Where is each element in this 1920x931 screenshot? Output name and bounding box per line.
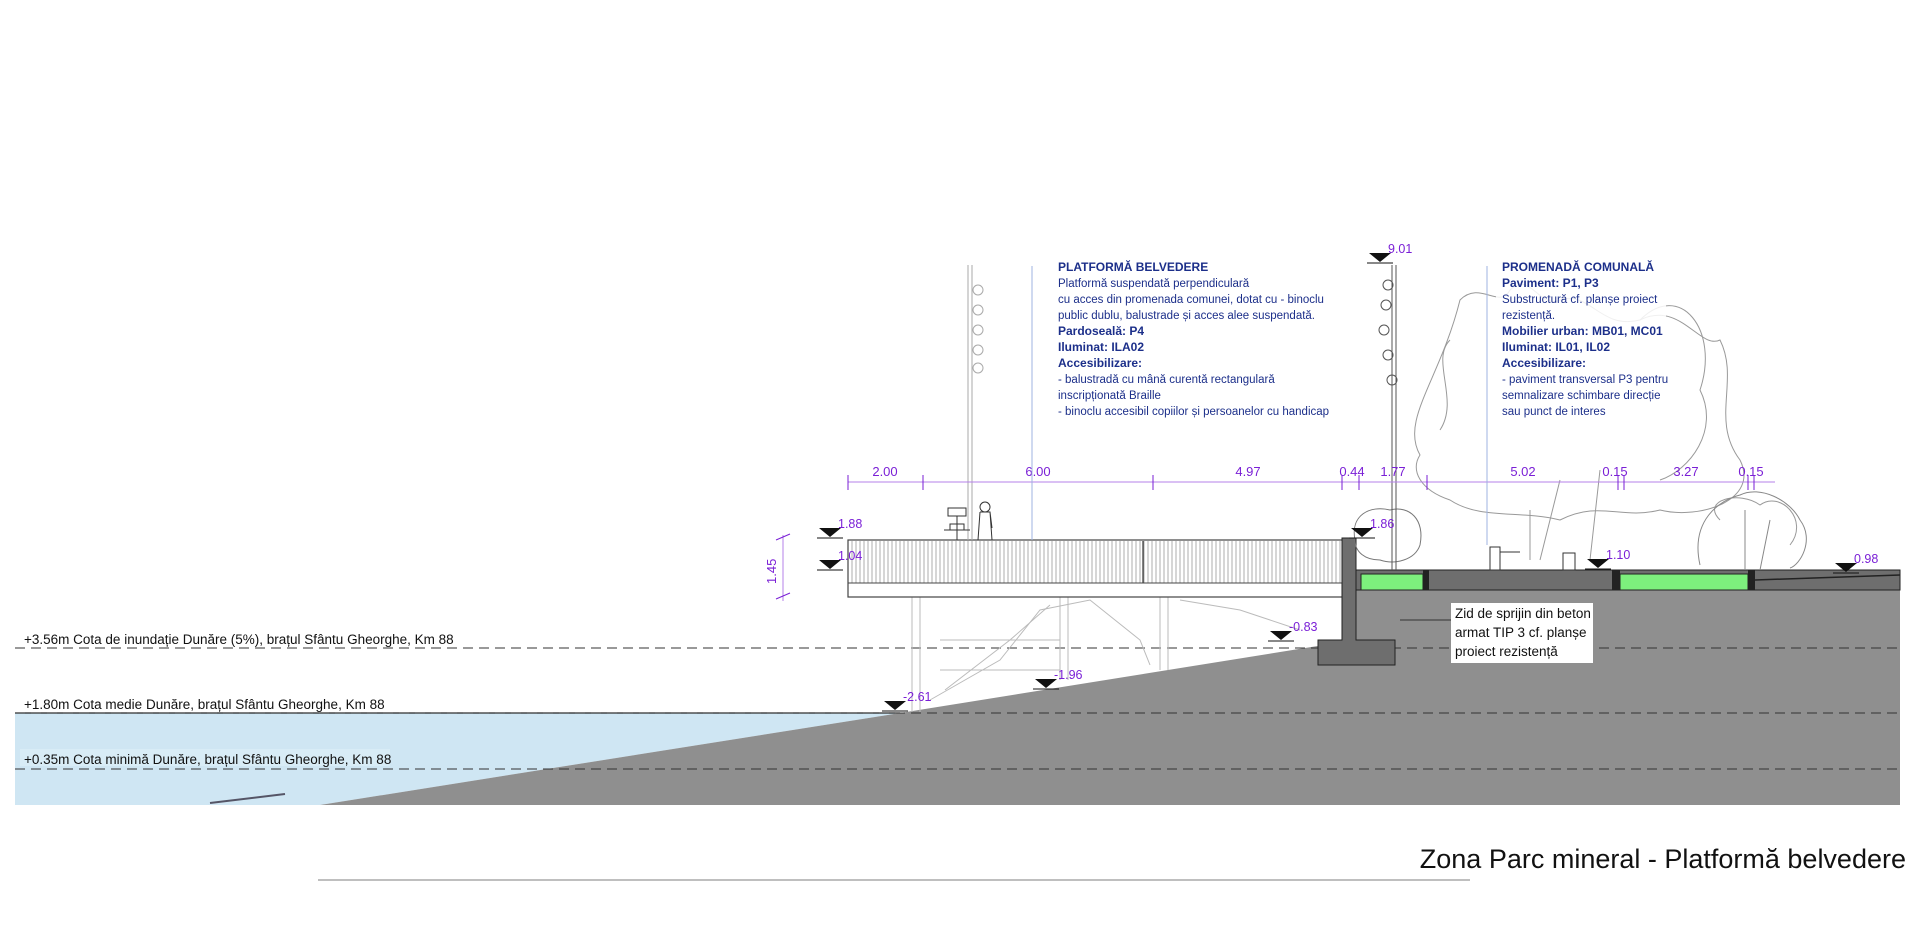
- elevation-marker: [819, 528, 841, 537]
- dimension-label: 5.02: [1510, 464, 1535, 479]
- elevation-label: 1.88: [838, 517, 862, 531]
- promenade-note-furniture: Mobilier urban: MB01, MC01: [1502, 324, 1663, 338]
- platform-note-line: public dublu, balustrade și acces alee s…: [1058, 310, 1315, 322]
- wall-note-line: Zid de sprijin din beton: [1455, 606, 1591, 621]
- platform-note-access-line: - balustradă cu mână curentă rectangular…: [1058, 374, 1275, 386]
- promenade-note-access-line: semnalizare schimbare direcție: [1502, 390, 1661, 402]
- promenade-note-access-line: - paviment transversal P3 pentru: [1502, 374, 1668, 386]
- elevation-marker: [1351, 528, 1373, 537]
- platform-note: PLATFORMĂ BELVEDERE Platformă suspendată…: [1058, 259, 1329, 418]
- promenade-note-heading: PROMENADĂ COMUNALĂ: [1502, 259, 1654, 274]
- planting-strip-2: [1619, 573, 1749, 591]
- elevation-marker: [1835, 563, 1857, 572]
- dimension-label: 0.15: [1602, 464, 1627, 479]
- dimension-label: 0.44: [1339, 464, 1364, 479]
- bench-icons: [1489, 546, 1576, 571]
- platform-note-lighting: Iluminat: ILA02: [1058, 340, 1144, 354]
- elevation-marker: [884, 701, 906, 710]
- shrub-left-outline: [1353, 508, 1422, 563]
- dimension-label: 2.00: [872, 464, 897, 479]
- planting-strip-1: [1360, 573, 1424, 591]
- elevation-marker: [1587, 559, 1609, 568]
- platform-note-access-heading: Accesibilizare:: [1058, 356, 1142, 370]
- dimension-ticks: [847, 475, 1755, 490]
- mean-level-label: +1.80m Cota medie Dunăre, brațul Sfântu …: [24, 697, 385, 712]
- platform-note-line: Platformă suspendată perpendiculară: [1058, 278, 1250, 290]
- minimum-level-label: +0.35m Cota minimă Dunăre, brațul Sfântu…: [24, 752, 391, 767]
- promenade-note-line: rezistență.: [1502, 310, 1555, 322]
- lamp-post-left: [967, 265, 984, 540]
- platform-note-access-line: inscripționată Braille: [1058, 390, 1161, 402]
- tree-right-outline: [1697, 491, 1807, 571]
- elevation-marker: [819, 560, 841, 569]
- elevation-label: -0.83: [1289, 620, 1318, 634]
- dimension-label: 0.15: [1738, 464, 1763, 479]
- elevation-marker: [1035, 679, 1057, 688]
- elevation-label: 1.04: [838, 549, 862, 563]
- dimension-label: 3.27: [1673, 464, 1698, 479]
- vertical-dimension-label: 1.45: [764, 559, 779, 584]
- wall-note-line: armat TIP 3 cf. planșe: [1455, 625, 1587, 640]
- ground-section: [320, 588, 1900, 805]
- dimension-label: 6.00: [1025, 464, 1050, 479]
- water-ripple: [209, 793, 286, 804]
- wall-note-line: proiect rezistență: [1455, 644, 1558, 659]
- platform-note-access-line: - binoclu accesibil copiilor și persoane…: [1058, 406, 1329, 418]
- lamp-post-right: [1378, 265, 1398, 570]
- platform-note-heading: PLATFORMĂ BELVEDERE: [1058, 259, 1208, 274]
- elevation-marker: [1369, 253, 1391, 262]
- elevation-label: -1.96: [1054, 668, 1083, 682]
- platform-deck: [847, 539, 1346, 598]
- platform-note-flooring: Pardoseală: P4: [1058, 324, 1144, 338]
- wall-note: Zid de sprijin din beton armat TIP 3 cf.…: [1451, 603, 1593, 663]
- elevation-label: 0.98: [1854, 552, 1878, 566]
- water-body: [15, 713, 900, 805]
- drawing-title: Zona Parc mineral - Platformă belvedere: [1420, 844, 1906, 874]
- promenade-note-pavement: Paviment: P1, P3: [1502, 276, 1599, 290]
- dimension-label: 4.97: [1235, 464, 1260, 479]
- elevation-label: 1.10: [1606, 548, 1630, 562]
- promenade-note-lighting: Iluminat: IL01, IL02: [1502, 340, 1610, 354]
- elevation-label: 9.01: [1388, 242, 1412, 256]
- platform-note-line: cu acces din promenada comunei, dotat cu…: [1058, 294, 1324, 306]
- platform-supports: [911, 595, 1301, 712]
- flood-level-label: +3.56m Cota de inundație Dunăre (5%), br…: [24, 632, 454, 647]
- human-figure: [977, 501, 993, 541]
- elevation-label: 1.86: [1370, 517, 1394, 531]
- platform-railing: [851, 541, 1341, 583]
- dimension-label: 1.77: [1380, 464, 1405, 479]
- promenade-note-access-line: sau punct de interes: [1502, 406, 1606, 418]
- binocular-icon: [944, 507, 970, 540]
- promenade-note: PROMENADĂ COMUNALĂ Paviment: P1, P3 Subs…: [1496, 258, 1668, 424]
- promenade-note-line: Substructură cf. planșe proiect: [1502, 294, 1658, 306]
- elevation-marker: [1270, 631, 1292, 640]
- tree-canopy-outline: [1414, 283, 1797, 561]
- promenade-note-access-heading: Accesibilizare:: [1502, 356, 1586, 370]
- elevation-label: -2.61: [903, 690, 932, 704]
